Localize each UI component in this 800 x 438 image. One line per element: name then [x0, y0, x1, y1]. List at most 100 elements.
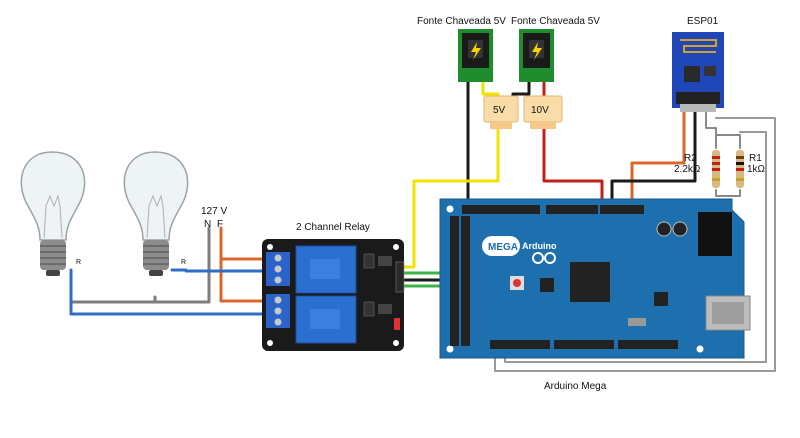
atmega-chip — [570, 262, 610, 302]
capacitor-1 — [656, 221, 672, 237]
r2-band-2 — [712, 162, 720, 165]
wire-r1-r2 — [715, 134, 741, 149]
relay-jumper — [394, 318, 400, 330]
lamp-2-r-label: R — [181, 259, 186, 266]
relay-transistor-1 — [363, 253, 375, 269]
r1-value: 1kΩ — [747, 164, 766, 175]
relay-screw-2a — [274, 296, 282, 304]
arduino-hole-1 — [446, 205, 454, 213]
relay-coil-1-label — [310, 259, 340, 279]
arduino-header-top-3 — [600, 205, 644, 214]
infinity-left — [532, 252, 544, 264]
lamp-2: R — [123, 151, 189, 276]
capacitor-2 — [672, 221, 688, 237]
r2-band-4 — [712, 178, 720, 181]
r2-band-1 — [712, 156, 720, 159]
lamp-2-base — [143, 240, 169, 270]
resistor-r2: R2 2.2kΩ — [674, 150, 720, 188]
relay-optocoupler-1 — [378, 256, 392, 266]
r1-band-1 — [736, 156, 744, 159]
arduino-header-left-b — [461, 216, 470, 346]
relay-hole-tr — [393, 244, 399, 250]
relay-optocoupler-2 — [378, 304, 392, 314]
esp-antenna — [680, 39, 717, 53]
lightning-icon — [532, 42, 542, 60]
lamp-1-r-label: R — [76, 259, 81, 266]
relay-hole-br — [393, 340, 399, 346]
lamp-1-threads — [40, 245, 66, 265]
tag-10v: 10V — [523, 95, 563, 129]
arduino-hole-3 — [696, 345, 704, 353]
wire-esp-black — [610, 110, 697, 209]
r2-name: R2 — [684, 153, 697, 164]
lamp-1-filament — [43, 194, 63, 239]
dc-power-jack — [698, 212, 732, 256]
arduino-header-bottom-2 — [554, 340, 614, 349]
wire-r-bottom — [715, 189, 741, 197]
wire-lamp2-blue — [170, 268, 274, 273]
relay-screw-1c — [274, 276, 282, 284]
arduino-header-bottom-1 — [490, 340, 550, 349]
arduino-header-left-a — [450, 216, 459, 346]
relay-label: 2 Channel Relay — [296, 222, 370, 233]
relay-screw-1a — [274, 254, 282, 262]
supply-10v-label: Fonte Chaveada 5V — [511, 16, 600, 27]
relay-screw-2b — [274, 307, 282, 315]
arduino-header-top-1 — [462, 205, 540, 214]
wire-esp-gray-b — [494, 117, 776, 372]
arduino-label: Arduino Mega — [544, 381, 607, 392]
relay-transistor-2 — [363, 301, 375, 317]
supply-5v-label: Fonte Chaveada 5V — [417, 16, 506, 27]
esp01-module: ESP01 — [672, 16, 724, 112]
arduino-header-top-2 — [546, 205, 598, 214]
arduino-hole-2 — [446, 345, 454, 353]
lightning-icon — [471, 42, 481, 60]
tag-5v: 5V — [483, 95, 519, 129]
lamp-2-threads — [143, 245, 169, 265]
wire-esp-gray-a — [705, 111, 717, 136]
tag-5v-foot — [490, 122, 512, 129]
relay-hole-tl — [267, 244, 273, 250]
wire-lamp1-blue — [69, 268, 274, 316]
r1-band-3 — [736, 168, 744, 171]
lamp-2-bulb — [123, 151, 189, 241]
r2-band-3 — [712, 168, 720, 171]
relay-screw-2c — [274, 318, 282, 326]
power-supply-5v: Fonte Chaveada 5V — [417, 16, 506, 82]
arduino-brand-text: Arduino — [522, 241, 557, 251]
relay-coil-2-label — [310, 309, 340, 329]
usb-port-inner — [712, 302, 744, 324]
esp-label: ESP01 — [687, 16, 719, 27]
icsp-header — [540, 278, 554, 292]
phase-label: F — [217, 219, 223, 230]
wire-mains-phase-2 — [219, 257, 274, 303]
lamp-1-bulb — [20, 151, 86, 241]
relay-module: 2 Channel Relay — [262, 222, 405, 351]
power-supply-10v: Fonte Chaveada 5V — [511, 16, 600, 82]
lamp-1: R — [20, 151, 86, 276]
crystal — [628, 318, 646, 326]
esp-flash — [704, 66, 716, 76]
lamp-1-tip — [46, 270, 60, 276]
esp-header — [676, 92, 720, 104]
mega-logo-bg — [482, 236, 520, 256]
r1-name: R1 — [749, 153, 762, 164]
reset-button-cap — [513, 279, 521, 287]
arduino-mega: MEGA Arduino — [439, 198, 751, 359]
wire-mains-neutral — [69, 226, 211, 304]
lamp-2-tip — [149, 270, 163, 276]
mains-voltage-label: 127 V — [201, 206, 227, 217]
relay-screw-1b — [274, 265, 282, 273]
r1-band-2 — [736, 162, 744, 165]
resistor-r1: R1 1kΩ — [736, 150, 766, 188]
arduino-header-bottom-3 — [618, 340, 678, 349]
r2-value: 2.2kΩ — [674, 164, 701, 175]
usb-chip — [654, 292, 668, 306]
relay-hole-bl — [267, 340, 273, 346]
lamp-2-filament — [146, 194, 166, 239]
esp-chip — [684, 66, 700, 82]
infinity-right — [544, 252, 556, 264]
r1-band-4 — [736, 178, 744, 181]
relay-header — [395, 261, 405, 293]
